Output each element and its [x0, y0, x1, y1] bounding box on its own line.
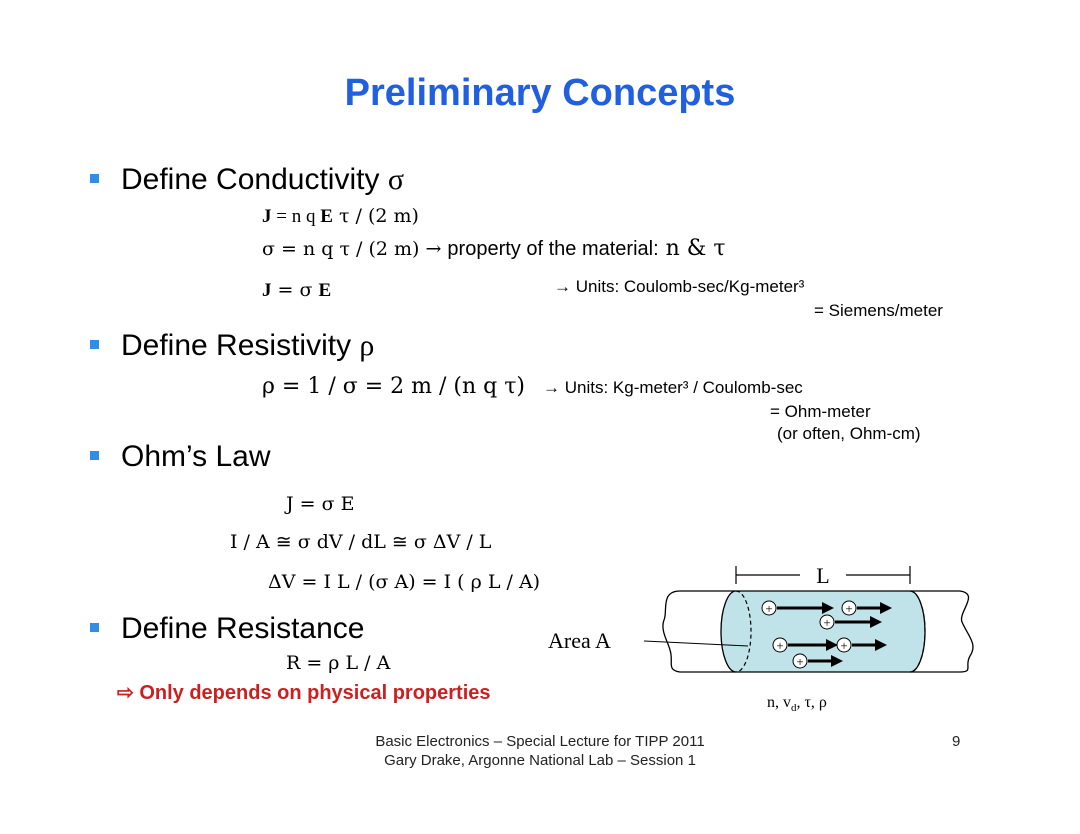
bullet-marker [90, 450, 99, 460]
cross-section-left [735, 590, 752, 673]
area-label: Area A [548, 628, 611, 653]
resistivity-eq: ρ = 1 / σ = 2 m / (n q τ) [262, 374, 526, 399]
params-label: n, vd, τ, ρ [767, 694, 827, 714]
params-tail: , τ, ρ [797, 694, 827, 711]
bullet-symbol: σ [387, 163, 404, 196]
eq3-lhs: J [262, 280, 272, 301]
bullet-label: Define Conductivity [121, 163, 380, 196]
conductivity-units-2: = Siemens/meter [814, 301, 943, 320]
charge-sign: + [765, 601, 772, 616]
bullet-label: Define Resistance [121, 612, 365, 645]
conductivity-units-1: → Units: Coulomb-sec/Kg-meter³ [554, 277, 805, 296]
wire-right-end [910, 590, 974, 673]
page-number: 9 [952, 733, 961, 750]
bullet-label: Ohm’s Law [121, 440, 271, 473]
drift-arrowhead [870, 616, 882, 628]
footer-line-2: Gary Drake, Argonne National Lab – Sessi… [384, 752, 696, 769]
cross-section-right [909, 590, 926, 673]
charge-carrier-1: + [761, 600, 834, 616]
charge-carrier-5: + [836, 637, 887, 653]
drift-arrowhead [831, 655, 843, 667]
bullet-marker [90, 622, 99, 632]
resistance-note: ⇨ Only depends on physical properties [117, 680, 491, 705]
eq3-mid: = σ [271, 279, 319, 301]
slide-title: Preliminary Concepts [344, 72, 736, 114]
ohms-eq1: J = σ E [286, 493, 355, 515]
bullet-conductivity: Define Conductivity σ [90, 163, 404, 197]
current-density-symbol: J [262, 206, 272, 227]
resistivity-units-3: (or often, Ohm-cm) [777, 424, 921, 443]
eq1-rhs: = n q [271, 206, 321, 227]
property-desc: property of the material: [447, 238, 659, 260]
sigma-definition: σ = n q τ / (2 m) → [262, 238, 448, 260]
bullet-label: Define Resistivity [121, 329, 352, 362]
charge-carrier-2: + [841, 600, 892, 616]
charge-carrier-3: + [819, 614, 882, 630]
params-sub: d [791, 702, 797, 714]
resistivity-units-1: → Units: Kg-meter³ / Coulomb-sec [543, 378, 803, 397]
field-symbol: E [320, 206, 333, 227]
drift-arrowhead [826, 639, 838, 651]
bullet-ohms-law: Ohm’s Law [90, 440, 271, 474]
footer-line-1: Basic Electronics – Special Lecture for … [375, 733, 705, 750]
area-leader-line [643, 640, 749, 647]
charge-carrier-4: + [772, 637, 838, 653]
wire-left-end [662, 590, 736, 673]
conductor-diagram: L Area A + + + + + + [548, 563, 974, 714]
bullet-resistivity: Define Resistivity ρ [90, 329, 374, 363]
conductivity-eq2: σ = n q τ / (2 m) → property of the mate… [262, 236, 726, 261]
bullet-resistance: Define Resistance [90, 612, 364, 646]
bullet-symbol: ρ [359, 329, 375, 362]
charge-sign: + [776, 638, 783, 653]
charge-sign: + [796, 654, 803, 669]
charge-sign: + [823, 615, 830, 630]
params-main: n, v [767, 694, 791, 711]
note-arrow-icon: ⇨ [117, 682, 134, 704]
charge-sign: + [845, 601, 852, 616]
ohms-eq3: ΔV = I L / (σ A) = I ( ρ L / A) [268, 571, 541, 593]
bullet-marker [90, 339, 99, 349]
resistance-eq: R = ρ L / A [286, 652, 391, 674]
drift-arrowhead [822, 602, 834, 614]
eq3-field: E [318, 280, 332, 301]
property-vars: n & τ [658, 236, 726, 261]
ohms-eq2: I / A ≅ σ dV / dL ≅ σ ΔV / L [230, 531, 492, 553]
note-text: Only depends on physical properties [139, 682, 491, 704]
conductivity-eq1: J = n q E τ / (2 m) [262, 205, 419, 228]
resistivity-units-2: = Ohm-meter [770, 402, 871, 421]
charge-carrier-6: + [792, 653, 843, 669]
conductivity-eq3: J = σ E [262, 279, 331, 302]
eq1-tail: τ / (2 m) [332, 205, 419, 227]
drift-arrowhead [875, 639, 887, 651]
length-label: L [816, 563, 829, 588]
drift-arrowhead [880, 602, 892, 614]
bullet-marker [90, 173, 99, 183]
charge-sign: + [840, 638, 847, 653]
